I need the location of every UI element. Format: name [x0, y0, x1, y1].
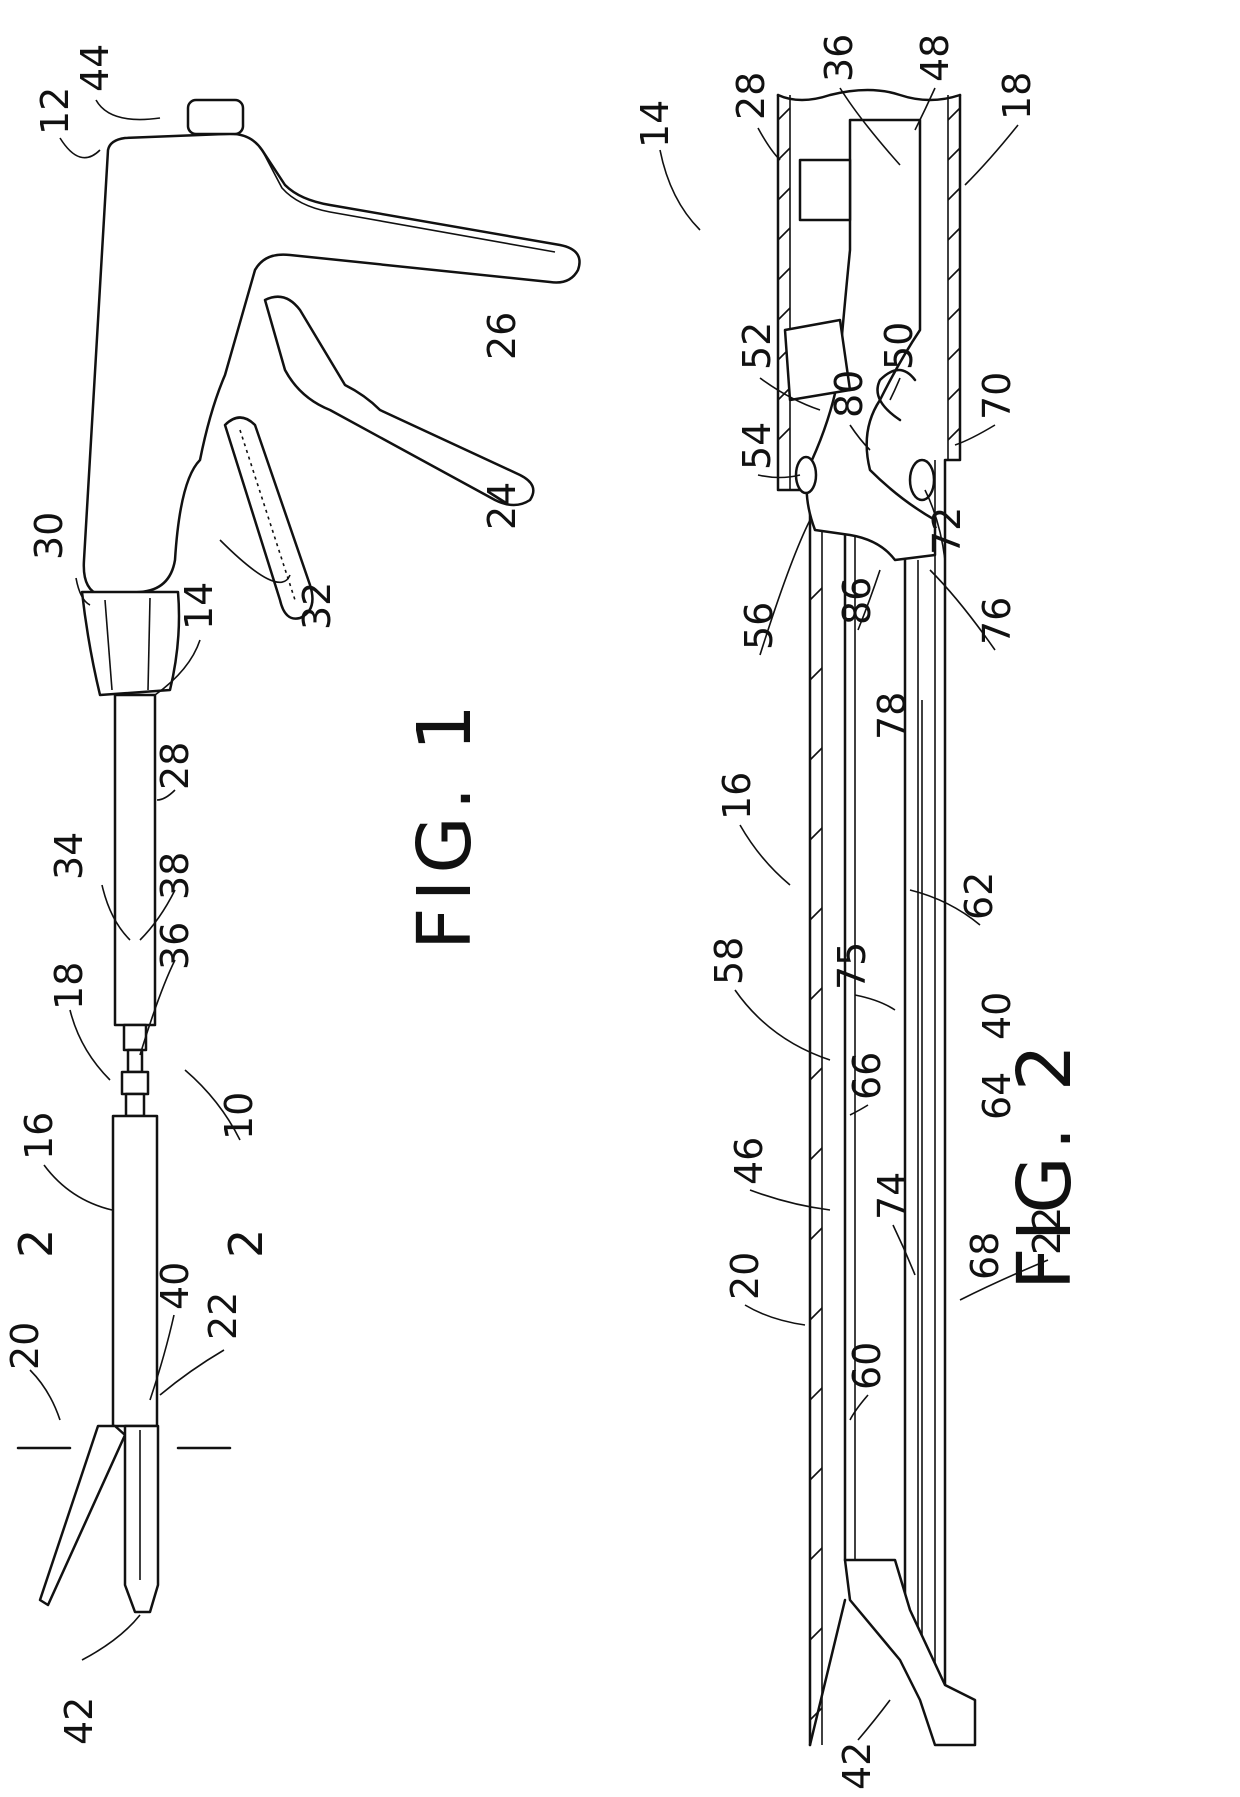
figure-1-caption: FIG. 1: [402, 698, 488, 950]
ref-70: 70: [975, 372, 1019, 420]
ref-74: 74: [870, 1172, 914, 1220]
ref-66: 66: [845, 1052, 889, 1100]
ref-58: 58: [707, 937, 751, 985]
ref-75: 75: [830, 942, 874, 990]
jaw-20: [40, 1426, 125, 1605]
section-mark-2-right: 2: [219, 1229, 273, 1258]
ref-42b: 42: [835, 1742, 879, 1790]
ref-26: 26: [480, 312, 524, 360]
rotation-knob: [82, 592, 179, 695]
ref-38: 38: [153, 852, 197, 900]
ref-76: 76: [975, 597, 1019, 645]
ref-54: 54: [735, 422, 779, 470]
ref-36: 36: [153, 922, 197, 970]
ref-42: 42: [57, 1697, 101, 1745]
ref-80: 80: [827, 370, 871, 418]
shaft-28: [115, 695, 155, 1025]
ref-16b: 16: [715, 772, 759, 820]
ref-36b: 36: [817, 34, 861, 82]
ref-16: 16: [17, 1112, 61, 1160]
distal-tip: [845, 1560, 975, 1745]
section-mark-2-left: 2: [9, 1229, 63, 1258]
ref-40: 40: [153, 1262, 197, 1310]
ref-20: 20: [3, 1322, 47, 1370]
ref-10: 10: [217, 1092, 261, 1140]
ref-28: 28: [153, 742, 197, 790]
ref-52: 52: [735, 322, 779, 370]
jaw-22: [125, 1426, 158, 1612]
ref-14: 14: [177, 582, 221, 630]
ref-68: 68: [963, 1232, 1007, 1280]
ref-40b: 40: [975, 992, 1019, 1040]
ref-32: 32: [295, 582, 339, 630]
ref-50: 50: [877, 322, 921, 370]
shaft-18: [113, 1116, 157, 1426]
ref-78: 78: [870, 692, 914, 740]
ref-22: 22: [201, 1292, 245, 1340]
ref-44: 44: [73, 44, 117, 92]
ref-48: 48: [913, 34, 957, 82]
ref-20b: 20: [723, 1252, 767, 1300]
figure-2-caption: FIG. 2: [1002, 1038, 1088, 1290]
ref-46: 46: [727, 1137, 771, 1185]
ref-34: 34: [47, 832, 91, 880]
ref-14b: 14: [633, 100, 677, 148]
ref-28b: 28: [729, 72, 773, 120]
ref-72: 72: [925, 507, 969, 555]
ref-60: 60: [845, 1342, 889, 1390]
ref-24: 24: [480, 482, 524, 530]
ref-30: 30: [27, 512, 71, 560]
ref-86: 86: [835, 577, 879, 625]
ref-18b: 18: [995, 72, 1039, 120]
ref-12: 12: [33, 87, 77, 135]
ref-18: 18: [47, 962, 91, 1010]
